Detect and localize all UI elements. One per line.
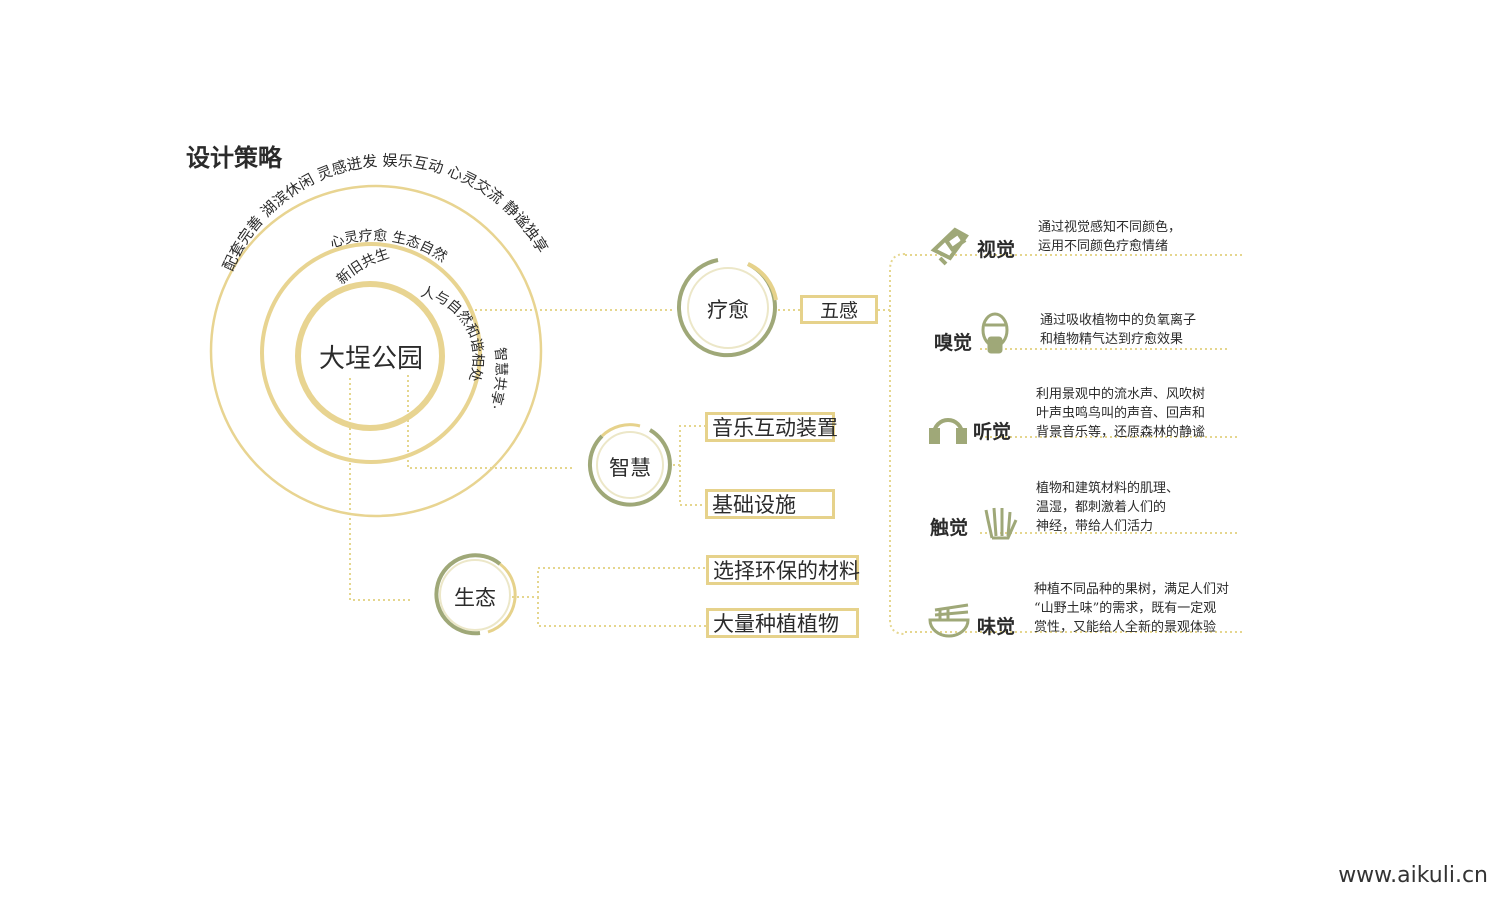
smart-branch (668, 425, 705, 506)
node-ecology-label: 生态 (454, 586, 496, 610)
gas-mask-icon (981, 312, 1009, 354)
ecology-branch (512, 567, 706, 627)
node-healing-circle (677, 258, 778, 358)
connector-to-smart (407, 375, 572, 469)
node-healing-label: 疗愈 (707, 298, 749, 322)
inner-ring (295, 281, 445, 431)
desc-line: 温湿，都刺激着人们的 (1036, 500, 1167, 515)
box-eco-materials: 选择环保的材料 (706, 555, 860, 585)
desc-line: 背景音乐等，还原森林的静谧 (1036, 425, 1206, 440)
sense-touch-label: 触觉 (930, 517, 969, 539)
node-ecology-circle (434, 553, 517, 636)
senses-trunk (889, 253, 906, 635)
box-plant-more: 大量种植植物 (706, 608, 859, 638)
outer-ring (209, 184, 543, 518)
sense-taste-desc: 种植不同品种的果树，满足人们对 “山野土味”的需求，既有一定观 赏性，又能给人全… (1034, 580, 1244, 637)
desc-line: 通过吸收植物中的负氧离子 (1040, 313, 1197, 328)
sense-hearing-label: 听觉 (973, 421, 1012, 443)
sense-smell-desc: 通过吸收植物中的负氧离子 和植物精气达到疗愈效果 (1040, 311, 1250, 349)
sense-hearing-desc: 利用景观中的流水声、风吹树 叶声虫鸣鸟叫的声音、回声和 背景音乐等，还原森林的静… (1036, 385, 1246, 442)
hand-icon (984, 507, 1018, 540)
box-five-senses: 五感 (800, 295, 878, 324)
desc-line: 神经，带给人们活力 (1036, 519, 1154, 534)
noodle-bowl-icon (928, 603, 970, 638)
sense-touch-desc: 植物和建筑材料的肌理、 温湿，都刺激着人们的 神经，带给人们活力 (1036, 479, 1246, 536)
desc-line: 植物和建筑材料的肌理、 (1036, 481, 1180, 496)
sense-taste-label: 味觉 (977, 616, 1016, 638)
sense-sight-label: 视觉 (977, 239, 1016, 261)
connector-to-ecology (349, 378, 410, 601)
desc-line: 种植不同品种的果树，满足人们对 (1034, 582, 1230, 597)
desc-line: 利用景观中的流水声、风吹树 (1036, 387, 1206, 402)
sense-sight-desc: 通过视觉感知不同颜色， 运用不同颜色疗愈情绪 (1038, 218, 1248, 256)
sense-smell-label: 嗅觉 (934, 332, 973, 354)
middle-ring (260, 242, 482, 464)
desc-line: 通过视觉感知不同颜色， (1038, 220, 1182, 235)
box-music-device: 音乐互动装置 (705, 412, 838, 442)
desc-line: 赏性，又能给人全新的景观体验 (1034, 620, 1217, 635)
desc-line: “山野土味”的需求，既有一定观 (1034, 601, 1217, 616)
node-smart-circle (587, 423, 672, 507)
node-smart-label: 智慧 (609, 456, 651, 480)
glasses-icon (930, 227, 969, 266)
desc-line: 叶声虫鸣鸟叫的声音、回声和 (1036, 406, 1206, 421)
watermark: www.aikuli.cn (1338, 863, 1488, 888)
page-title: 设计策略 (186, 143, 282, 172)
desc-line: 和植物精气达到疗愈效果 (1040, 332, 1184, 347)
desc-line: 运用不同颜色疗愈情绪 (1038, 239, 1169, 254)
middle-ring-right-text: 智慧共享· (486, 347, 509, 412)
headphones-icon (929, 418, 967, 444)
box-infrastructure: 基础设施 (705, 489, 835, 519)
center-label: 大埕公园 (318, 344, 423, 374)
